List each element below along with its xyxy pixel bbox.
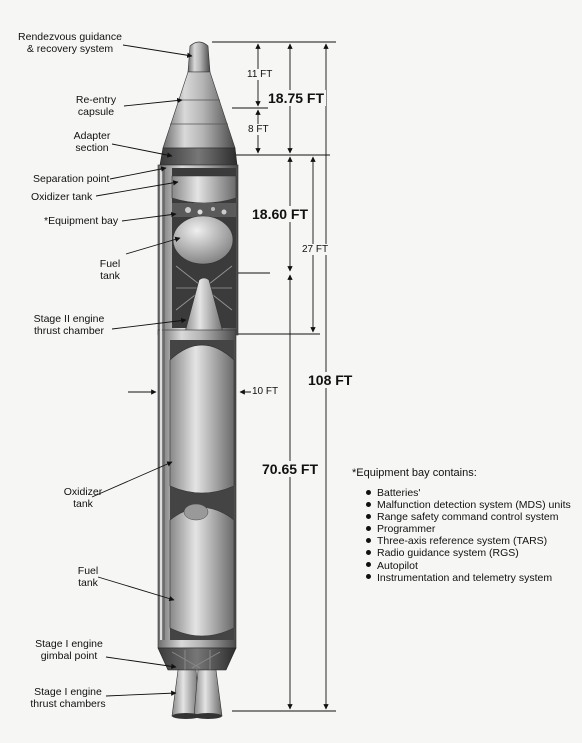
stage1-fuel-tank <box>169 507 235 637</box>
dim-18-60ft: 18.60 FT <box>250 206 311 222</box>
list-item: Range safety command control system <box>366 511 571 523</box>
stage2-engine <box>183 277 225 337</box>
reentry-capsule <box>162 71 236 149</box>
rgs-nose <box>187 41 211 73</box>
list-item: Instrumentation and telemetry system <box>366 572 571 584</box>
dim-108ft: 108 FT <box>306 372 355 388</box>
dim-18-75ft: 18.75 FT <box>266 90 327 106</box>
rocket <box>157 41 239 719</box>
stage2-fuel-tank <box>172 215 234 265</box>
label-reentry-capsule: Re-entry capsule <box>75 94 117 118</box>
equipment-bay-list: Batteries' Malfunction detection system … <box>366 487 571 584</box>
list-item: Autopilot <box>366 560 571 572</box>
list-item: Batteries' <box>366 487 571 499</box>
stage2-oxidizer-tank <box>171 175 237 204</box>
label-oxidizer-tank-lower: Oxidizer tank <box>63 486 103 510</box>
label-stage1-thrust-chambers: Stage I engine thrust chambers <box>30 686 106 710</box>
equipment-bay-title: *Equipment bay contains: <box>352 467 477 479</box>
stage1-oxidizer-tank <box>169 344 235 494</box>
label-oxidizer-tank-upper: Oxidizer tank <box>31 191 93 203</box>
list-item: Three-axis reference system (TARS) <box>366 535 571 547</box>
dim-11ft: 11 FT <box>246 69 274 80</box>
label-gimbal-point: Stage I engine gimbal point <box>35 638 103 662</box>
list-item: Radio guidance system (RGS) <box>366 547 571 559</box>
leader-lines <box>91 44 193 697</box>
label-rgs: Rendezvous guidance & recovery system <box>18 31 122 55</box>
label-fuel-tank-upper: Fuel tank <box>99 258 121 282</box>
list-item: Malfunction detection system (MDS) units <box>366 499 571 511</box>
list-item: Programmer <box>366 523 571 535</box>
adapter-section <box>159 147 238 166</box>
dim-70-65ft: 70.65 FT <box>260 461 321 477</box>
dim-8ft: 8 FT <box>247 124 270 135</box>
label-adapter-section: Adapter section <box>73 130 111 154</box>
dim-10ft: 10 FT <box>251 386 280 397</box>
label-stage2-engine: Stage II engine thrust chamber <box>33 313 105 337</box>
equipment-bay <box>172 203 236 217</box>
dim-27ft: 27 FT <box>301 244 330 255</box>
label-fuel-tank-lower: Fuel tank <box>77 565 99 589</box>
label-separation-point: Separation point <box>33 173 110 185</box>
label-equipment-bay: *Equipment bay <box>44 215 119 227</box>
stage1-thrust-chamber-right <box>193 669 223 717</box>
